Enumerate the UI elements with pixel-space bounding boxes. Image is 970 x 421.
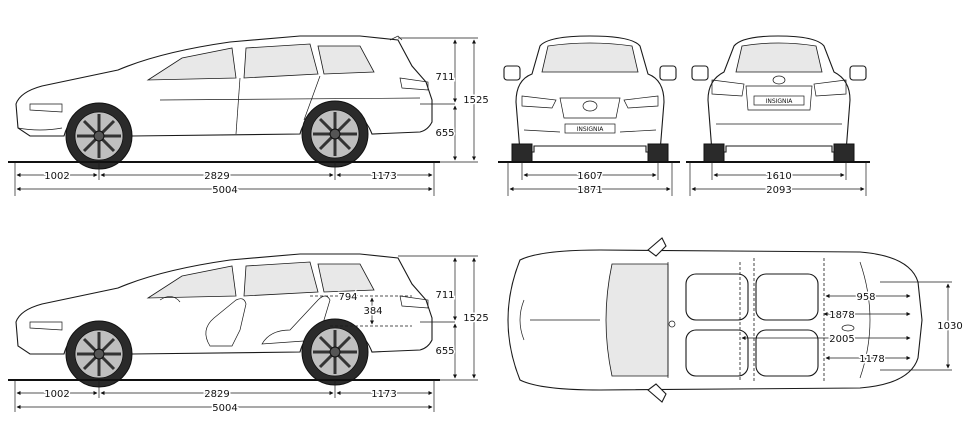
car-top-outline	[507, 237, 923, 403]
lower-height-label: 655	[435, 128, 454, 139]
car-front-outline	[503, 35, 677, 163]
top-view: 958 1878 2005 1178 1030	[507, 237, 964, 403]
rear-width-label: 2093	[766, 185, 791, 196]
load-width-label: 1030	[937, 321, 962, 332]
front-view: INSIGNIA 1607 1871	[498, 35, 680, 198]
front-overhang-label: 1002	[44, 171, 69, 182]
overall-length-label-2: 5004	[212, 403, 237, 414]
upper-height-label: 711	[435, 72, 454, 83]
total-height-label-2: 1525	[463, 313, 488, 324]
load-length-short-label: 958	[856, 292, 875, 303]
total-height-label: 1525	[463, 95, 488, 106]
rear-wheel	[300, 99, 370, 169]
load-height-lower-label: 384	[363, 306, 382, 317]
rear-track-label: 1610	[766, 171, 791, 182]
front-width-label: 1871	[577, 185, 602, 196]
rear-badge: INSIGNIA	[766, 98, 794, 105]
car-rear-outline	[691, 35, 867, 163]
wheelbase-label-2: 2829	[204, 389, 229, 400]
wheelbase-label: 2829	[204, 171, 229, 182]
load-length-max-label: 2005	[829, 334, 854, 345]
rear-overhang-label-2: 1173	[371, 389, 396, 400]
front-badge: INSIGNIA	[577, 126, 605, 133]
lower-height-label-2: 655	[435, 346, 454, 357]
front-wheel-interior	[64, 319, 134, 389]
rear-view: INSIGNIA 1610 2093	[686, 35, 870, 198]
rear-wheel-interior	[300, 317, 370, 387]
front-wheel	[64, 101, 134, 171]
side-view: 1002 2829 1173 5004 711 655 1525	[8, 35, 490, 198]
load-length-folded-label: 1878	[829, 310, 854, 321]
load-floor-length-label: 1178	[859, 354, 884, 365]
interior-side-view: 794 384 1002 2829 1173 5004 711 655 1525	[8, 253, 490, 416]
upper-height-label-2: 711	[435, 290, 454, 301]
rear-overhang-label: 1173	[371, 171, 396, 182]
overall-length-label: 5004	[212, 185, 237, 196]
load-height-upper-label: 794	[338, 292, 357, 303]
front-overhang-label-2: 1002	[44, 389, 69, 400]
front-track-label: 1607	[577, 171, 602, 182]
